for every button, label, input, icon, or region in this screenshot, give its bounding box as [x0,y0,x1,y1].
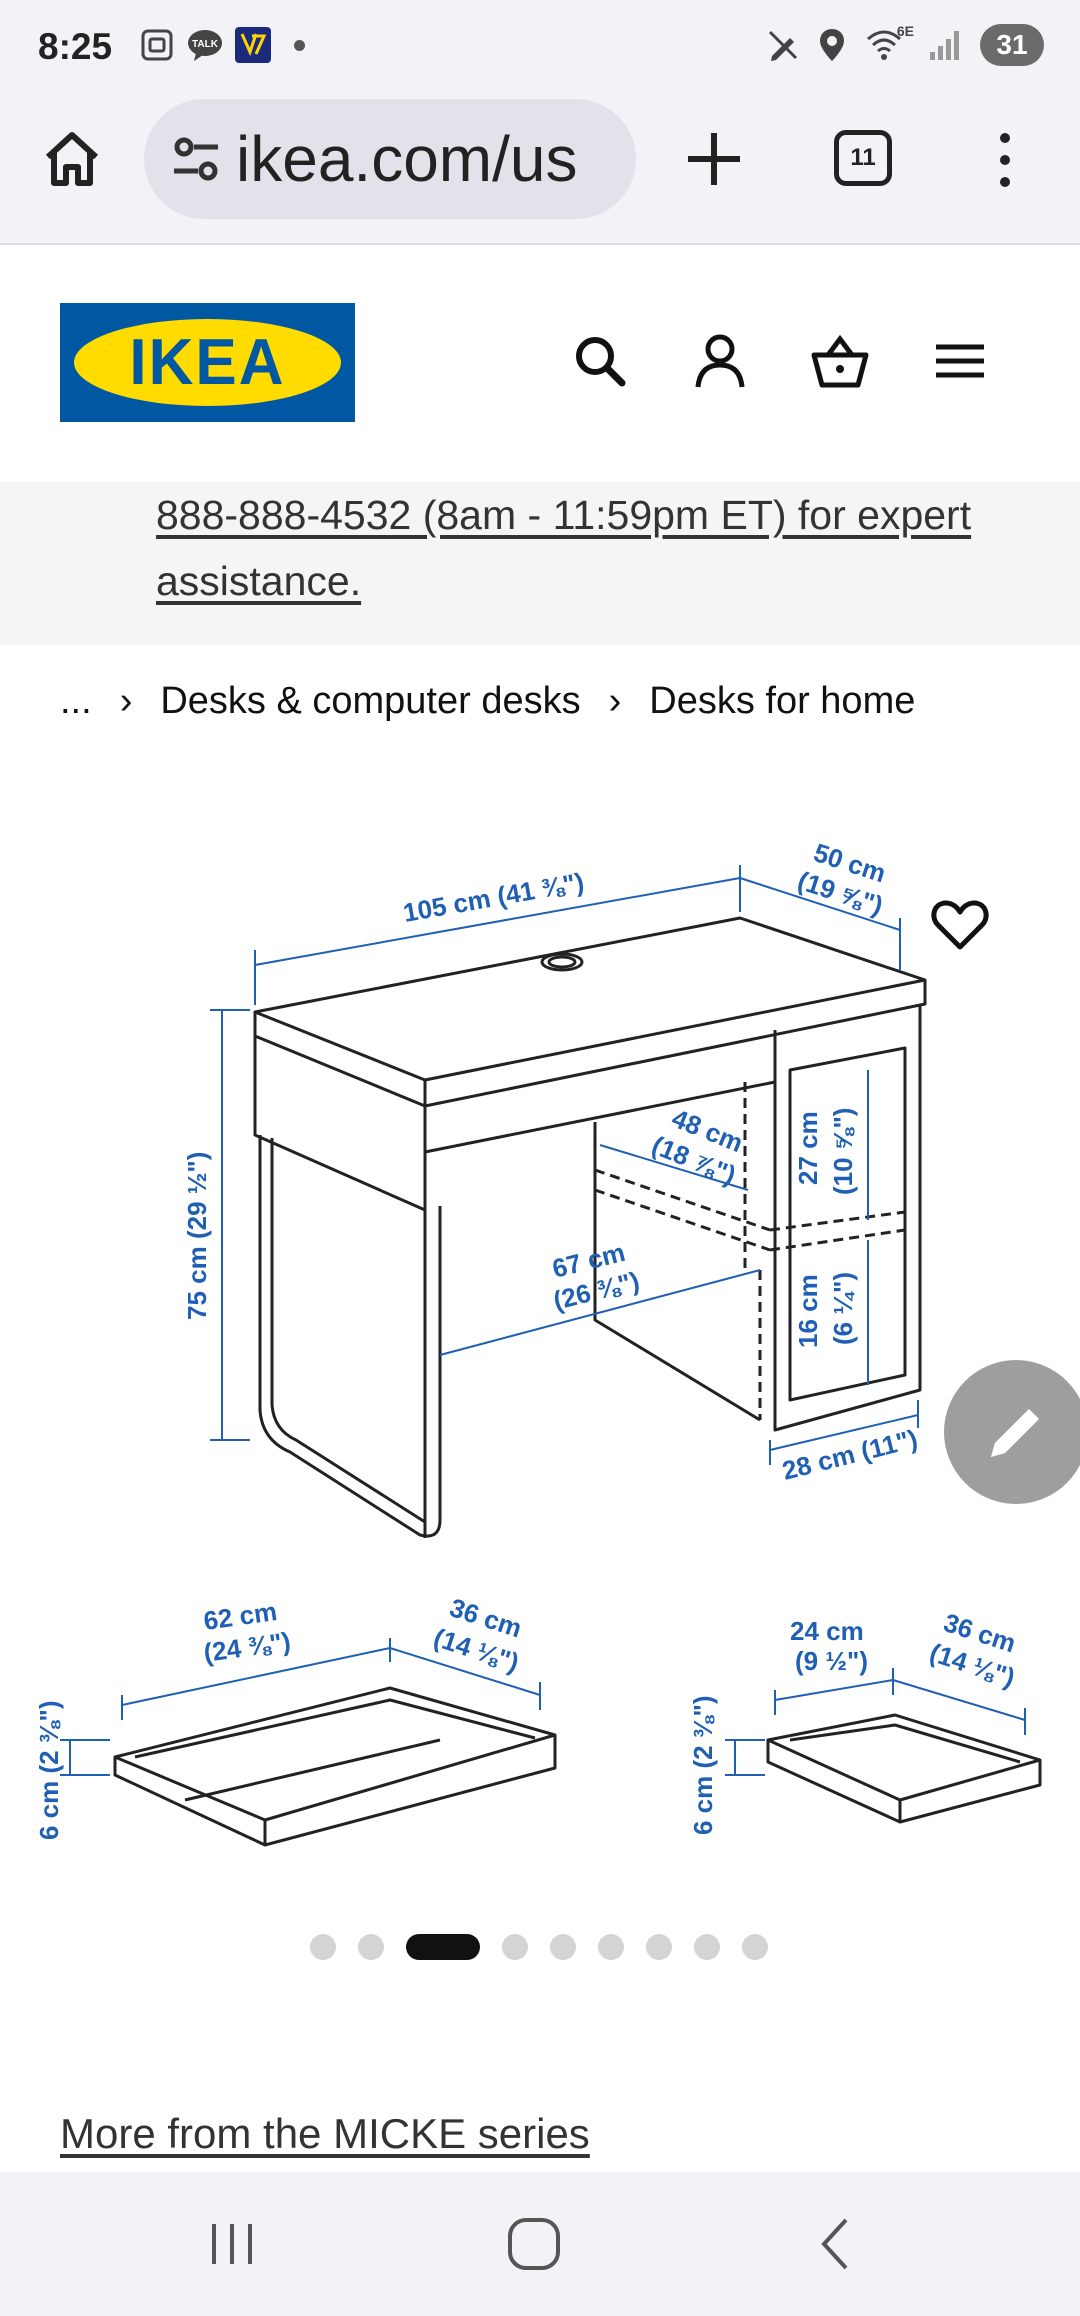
carousel-dot[interactable] [550,1934,576,1960]
recent-apps-icon[interactable] [200,2212,264,2276]
talk-icon: TALK [186,26,224,64]
breadcrumb-desks-computer-desks[interactable]: Desks & computer desks [160,680,581,722]
support-banner: 888-888-4532 (8am - 11:59pm ET) for expe… [0,482,1080,645]
breadcrumb-ellipsis[interactable]: ... [60,680,92,722]
basket-icon[interactable] [810,331,870,391]
more-notifications-dot [294,39,305,51]
micke-series-link[interactable]: More from the MICKE series [60,2110,590,2157]
upper-compartment-dimension: 27 cm [793,1111,823,1185]
carousel-dot[interactable] [646,1934,672,1960]
small-drawer-width-dimension: 24 cm [790,1616,864,1646]
menu-icon[interactable] [930,331,990,391]
system-navigation-bar [0,2172,1080,2316]
carousel-dot[interactable] [310,1934,336,1960]
carousel-dot[interactable] [502,1934,528,1960]
home-nav-icon[interactable] [502,2212,566,2276]
small-drawer-width-dimension-inches: (9 ½") [795,1646,868,1676]
wifi-label: 6E [896,23,914,39]
lower-compartment-dimension-inches: (6 ¼") [828,1272,858,1345]
url-text[interactable]: ikea.com/us [236,123,578,195]
new-tab-icon[interactable] [680,125,748,193]
edit-fab-button[interactable] [944,1360,1080,1504]
lower-compartment-dimension: 16 cm [793,1274,823,1348]
wifi-6e-icon: 6E [864,23,914,63]
notification-icons: TALK [138,26,305,64]
search-icon[interactable] [570,331,630,391]
carousel-dot[interactable] [598,1934,624,1960]
system-icons: 6E 31 [766,23,1044,66]
carousel-indicator [310,1934,768,1960]
status-bar: 8:25 TALK 6E 31 [0,0,1080,95]
chevron-right-icon: › [608,680,622,722]
signal-icon [930,31,959,60]
upper-compartment-dimension-inches: (10 ⅝") [828,1108,858,1195]
status-time: 8:25 [38,26,113,67]
big-drawer-height-dimension: 6 cm (2 ⅜") [34,1701,64,1841]
carousel-dot[interactable] [694,1934,720,1960]
logo-oval: IKEA [74,319,341,406]
product-dimension-image[interactable]: 105 cm (41 ⅜") 50 cm (19 ⅝") 75 cm (29 ½… [0,800,1080,1880]
more-options-icon[interactable] [990,130,1020,190]
logo-text: IKEA [129,326,286,399]
carousel-dot[interactable] [406,1934,480,1960]
small-drawer-height-dimension: 6 cm (2 ⅜") [688,1696,718,1836]
breadcrumb-desks-for-home[interactable]: Desks for home [649,680,916,722]
battery-indicator: 31 [980,24,1044,66]
width-dimension: 105 cm (41 ⅜") [401,867,586,928]
tab-switcher-button[interactable]: 11 [834,130,892,186]
chevron-right-icon: › [119,680,133,722]
carousel-dot[interactable] [358,1934,384,1960]
pencil-icon [991,1409,1039,1457]
height-dimension: 75 cm (29 ½") [182,1152,212,1320]
carousel-dot[interactable] [742,1934,768,1960]
location-icon [820,29,844,61]
casino-app-icon [234,26,272,64]
support-phone-link[interactable]: 888-888-4532 (8am - 11:59pm ET) for expe… [156,492,972,604]
screenshot-icon [138,26,176,64]
home-icon[interactable] [40,127,104,191]
cabinet-width-dimension: 28 cm (11") [779,1423,920,1486]
browser-toolbar: ikea.com/us 11 [0,95,1080,245]
heart-icon[interactable] [930,895,990,955]
account-icon[interactable] [690,331,750,391]
site-header: IKEA [0,247,1080,482]
ikea-logo[interactable]: IKEA [60,303,355,422]
svg-text:TALK: TALK [192,39,219,50]
back-icon[interactable] [804,2212,868,2276]
no-sound-pen-icon [768,30,798,61]
site-settings-icon[interactable] [166,129,226,189]
breadcrumb: ... › Desks & computer desks › Desks for… [60,680,915,723]
address-bar[interactable]: ikea.com/us [144,99,636,219]
